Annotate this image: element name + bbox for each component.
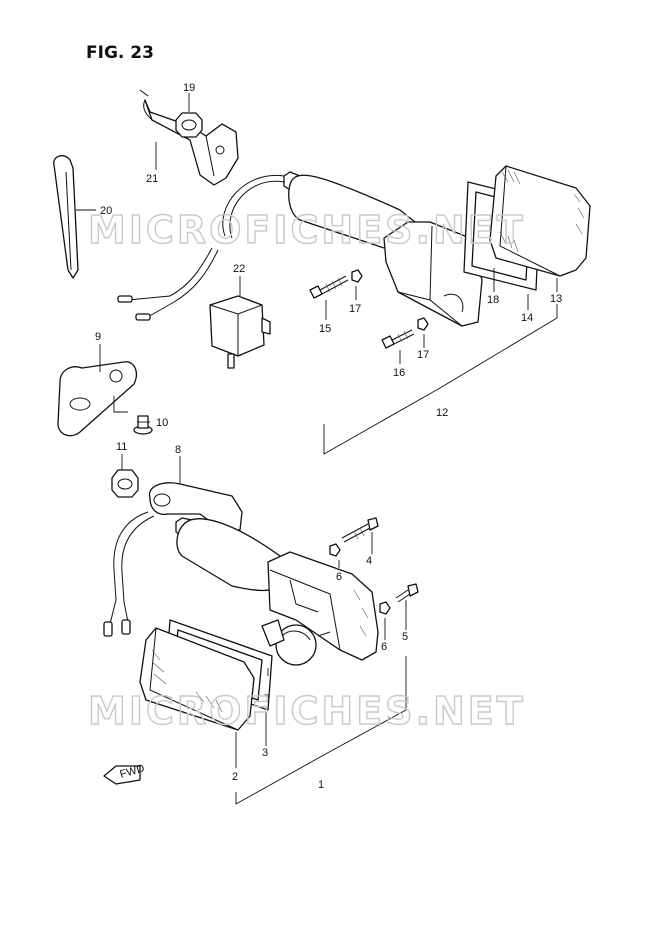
figure-title: FIG. 23	[86, 43, 154, 63]
callout-8: 8	[175, 444, 181, 456]
part-17-washer-b	[417, 317, 429, 331]
part-6-washer-a	[329, 543, 341, 557]
part-6-washer-b	[379, 601, 391, 615]
rear-turn-signal-body	[283, 171, 483, 327]
fwd-arrow: FWD	[103, 762, 146, 785]
callout-11: 11	[116, 441, 127, 453]
part-9-stay	[57, 361, 138, 437]
part-22-relay	[209, 295, 271, 369]
callout-7: 7	[264, 693, 270, 705]
callout-4: 4	[366, 555, 372, 567]
watermark-top: MICROFICHES.NET	[88, 208, 526, 252]
callout-1: 1	[318, 779, 324, 791]
part-8-bracket	[148, 482, 243, 531]
part-2-front-lens	[139, 627, 255, 731]
part-19-nut	[175, 112, 203, 138]
front-signal-wiring	[103, 511, 155, 637]
callout-3: 3	[262, 747, 268, 759]
part-13-rear-lens	[489, 165, 591, 277]
callout-12: 12	[436, 407, 448, 419]
callout-6-b: 6	[381, 641, 387, 653]
callout-22: 22	[233, 263, 245, 275]
callout-14: 14	[521, 312, 533, 324]
callout-21: 21	[146, 173, 158, 185]
part-15-screw	[309, 275, 349, 299]
leader-lines	[76, 93, 558, 805]
callout-labels: 19 21 20 22 9 10 11 8 15 17 16 17 18 14 …	[95, 82, 562, 791]
callout-16: 16	[393, 367, 405, 379]
front-turn-signal-body	[175, 517, 379, 661]
part-5-screw	[395, 583, 419, 603]
callout-17-b: 17	[417, 349, 429, 361]
part-16-screw	[381, 329, 415, 349]
part-11-nut	[111, 469, 139, 498]
callout-17-a: 17	[349, 303, 361, 315]
part-7-bulb	[261, 619, 331, 666]
callout-20: 20	[100, 205, 112, 217]
callout-5: 5	[402, 631, 408, 643]
rear-signal-wiring	[117, 174, 285, 321]
callout-15: 15	[319, 323, 331, 335]
callout-19: 19	[183, 82, 195, 94]
part-20-cable-tie	[53, 155, 79, 279]
callout-6-a: 6	[336, 571, 342, 583]
callout-18: 18	[487, 294, 499, 306]
watermark-bottom: MICROFICHES.NET	[88, 689, 526, 733]
part-10-screw	[133, 415, 153, 435]
callout-13: 13	[550, 293, 562, 305]
part-17-washer-a	[351, 269, 363, 283]
callout-10: 10	[156, 417, 168, 429]
callout-9: 9	[95, 331, 101, 343]
part-4-screw	[341, 517, 379, 543]
callout-2: 2	[232, 771, 238, 783]
